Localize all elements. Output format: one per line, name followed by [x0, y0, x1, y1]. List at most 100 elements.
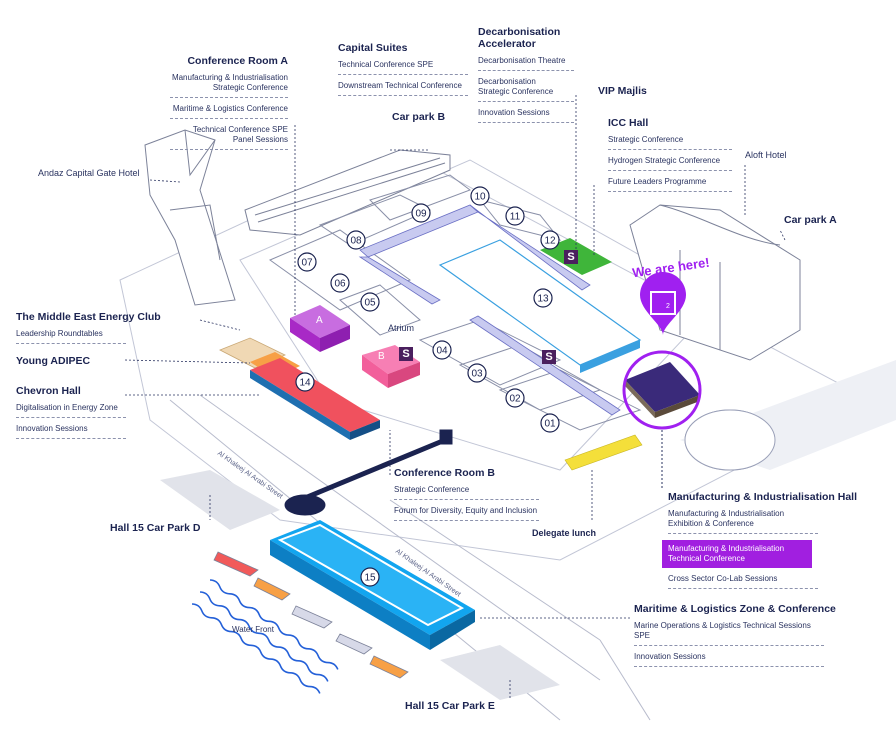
energy-club-item: Leadership Roundtables	[16, 329, 126, 344]
hall-number-10: 10	[474, 192, 486, 203]
icc-hall-item: Future Leaders Programme	[608, 177, 732, 192]
conference-room-a-item: Manufacturing & Industrialisation Strate…	[170, 73, 288, 98]
conference-room-a-card: Conference Room A Manufacturing & Indust…	[170, 55, 288, 150]
young-adipec-title: Young ADIPEC	[16, 355, 91, 367]
roundabout	[680, 360, 896, 471]
icc-hall-card: ICC Hall Strategic Conference Hydrogen S…	[608, 117, 732, 192]
andaz-hotel-label: Andaz Capital Gate Hotel	[38, 168, 140, 178]
manufacturing-hall-item: Cross Sector Co-Lab Sessions	[668, 574, 818, 589]
hall-number-02: 02	[509, 394, 521, 405]
hall-marker-circle	[346, 230, 366, 250]
hall-marker-circle	[540, 230, 560, 250]
hall-marker-circle	[533, 288, 553, 308]
chevron-hall-item: Innovation Sessions	[16, 424, 126, 439]
decarbonisation-title: Decarbonisation Accelerator	[478, 26, 561, 50]
capital-suites-card: Capital Suites Technical Conference SPE …	[338, 42, 468, 96]
hall-14-block	[250, 358, 380, 440]
energy-club-title: The Middle East Energy Club	[16, 311, 161, 323]
hall-number-13: 13	[537, 294, 549, 305]
hall-marker-circle	[467, 363, 487, 383]
room-b-letter: B	[378, 351, 385, 362]
service-tag-concourse: S	[542, 350, 556, 364]
maritime-item: Innovation Sessions	[634, 652, 824, 667]
hall-number-14: 14	[299, 378, 311, 389]
manufacturing-hall-item-highlight: Manufacturing & Industrialisation Techni…	[662, 540, 812, 568]
hall-number-09: 09	[415, 209, 427, 220]
conference-room-a-title: Conference Room A	[187, 55, 288, 67]
hall-markers: 01 02 03 04 05 06 07 08 09 10 11 12 13 14 15	[295, 186, 560, 587]
manufacturing-hall-card: Manufacturing & Industrialisation Hall M…	[662, 491, 858, 589]
hall-number-05: 05	[364, 298, 376, 309]
conference-room-b-title: Conference Room B	[394, 467, 495, 479]
hall-marker-circle	[505, 388, 525, 408]
hall-marker-circle	[297, 252, 317, 272]
vip-majlis-title: VIP Majlis	[598, 85, 647, 97]
chevron-hall-card: Chevron Hall Digitalisation in Energy Zo…	[16, 385, 126, 439]
capital-suites-item: Downstream Technical Conference	[338, 81, 468, 96]
energy-club-card: The Middle East Energy Club Leadership R…	[16, 311, 176, 344]
icc-hall-title: ICC Hall	[608, 117, 649, 129]
car-park-e-plate	[440, 645, 560, 700]
hall-marker-circle	[330, 273, 350, 293]
delegate-lunch-block	[564, 434, 643, 471]
service-tag-vip: S	[564, 250, 578, 264]
room-a-block	[290, 305, 350, 352]
water-front-label: Water Front	[232, 625, 274, 634]
hall-marker-circle	[432, 340, 452, 360]
hall-number-11: 11	[510, 212, 521, 223]
decarbonisation-item: Decarbonisation Strategic Conference	[478, 77, 574, 102]
aloft-hotel-building	[629, 204, 801, 361]
chevron-hall-title: Chevron Hall	[16, 385, 81, 397]
conference-room-b-item: Strategic Conference	[394, 485, 539, 500]
hall-marker-circle	[411, 203, 431, 223]
lavender-blocks	[358, 204, 621, 416]
conference-room-b-item: Forum for Diversity, Equity and Inclusio…	[394, 506, 539, 521]
hall-number-04: 04	[436, 346, 448, 357]
andaz-tower	[144, 129, 236, 306]
car-park-e-title: Hall 15 Car Park E	[405, 700, 495, 712]
icc-hall-item: Hydrogen Strategic Conference	[608, 156, 732, 171]
atrium-label: Atrium	[388, 323, 415, 333]
capital-suites-title: Capital Suites	[338, 42, 408, 54]
manufacturing-hall-title: Manufacturing & Industrialisation Hall	[668, 491, 858, 503]
manufacturing-hall-item: Manufacturing & Industrialisation Exhibi…	[668, 509, 818, 534]
chevron-hall-item: Digitalisation in Energy Zone	[16, 403, 126, 418]
aloft-hotel-label: Aloft Hotel	[745, 150, 787, 160]
hall-number-06: 06	[334, 279, 346, 290]
manufacturing-hall-block	[622, 350, 702, 490]
hall-number-03: 03	[471, 369, 483, 380]
conference-room-b-card: Conference Room B Strategic Conference F…	[394, 467, 539, 521]
hall-number-01: 01	[544, 419, 556, 430]
hall-marker-circle	[360, 567, 380, 587]
leader-lines	[124, 95, 786, 700]
hall-marker-circle	[505, 206, 525, 226]
hall-number-15: 15	[364, 573, 376, 584]
location-pin-icon	[640, 272, 686, 335]
hall-number-07: 07	[301, 258, 313, 269]
conference-room-a-item: Technical Conference SPE Panel Sessions	[170, 125, 288, 150]
hall-number-08: 08	[350, 236, 362, 247]
delegate-lunch-title: Delegate lunch	[532, 528, 597, 538]
hall-marker-circle	[470, 186, 490, 206]
connector-bridge	[284, 429, 453, 516]
hall-marker-circle	[295, 372, 315, 392]
decarbonisation-item: Decarbonisation Theatre	[478, 56, 574, 71]
pin-badge-number: 2	[666, 303, 670, 310]
water-waves	[191, 579, 339, 694]
car-park-a-title: Car park A	[784, 214, 837, 226]
maritime-item: Marine Operations & Logistics Technical …	[634, 621, 824, 646]
maritime-card: Maritime & Logistics Zone & Conference M…	[634, 603, 836, 667]
conference-room-a-item: Maritime & Logistics Conference	[170, 104, 288, 119]
car-park-b-title: Car park B	[392, 111, 446, 123]
service-tag-room-b: S	[399, 347, 413, 361]
decarbonisation-card: Decarbonisation Accelerator Decarbonisat…	[478, 26, 574, 123]
room-a-letter: A	[316, 315, 323, 326]
decarbonisation-item: Innovation Sessions	[478, 108, 574, 123]
car-park-d-plate	[160, 470, 280, 530]
hall-marker-circle	[360, 292, 380, 312]
hall-number-12: 12	[544, 236, 556, 247]
hall-marker-circle	[540, 413, 560, 433]
icc-hall-item: Strategic Conference	[608, 135, 732, 150]
maritime-title: Maritime & Logistics Zone & Conference	[634, 603, 836, 615]
